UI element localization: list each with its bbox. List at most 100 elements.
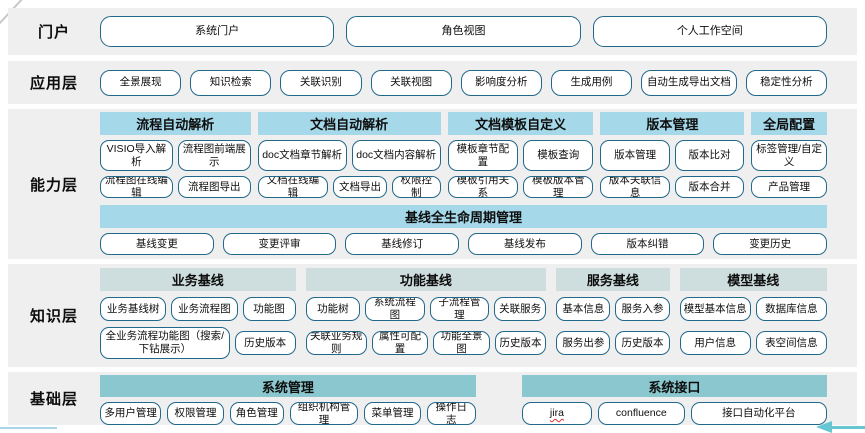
diagram-node: 属性可配置 — [371, 331, 429, 355]
diagram-node: 生成用例 — [550, 69, 633, 96]
diagram-node: 子流程管理 — [429, 297, 490, 321]
diagram-node: doc文档章节解析 — [257, 140, 347, 171]
section-header: 流程自动解析 — [100, 112, 251, 135]
diagram-node: 关联服务 — [494, 297, 547, 321]
diagram-node: 权限管理 — [167, 402, 224, 425]
diagram-node: 表空间信息 — [755, 331, 828, 355]
section-header: 系统管理 — [100, 375, 476, 397]
section-function-baseline: 功能基线 功能树 系统流程图 子流程管理 关联服务 关联业务规则 属性可配置 功… — [305, 268, 547, 359]
section-doc-template-custom: 文档模板自定义 模板章节配置 模板查询 模板引用关系 模板版本管理 — [447, 112, 594, 198]
diagram-node: 模板查询 — [523, 140, 594, 171]
section-process-auto-parse: 流程自动解析 VISIO导入解析 流程图前端展示 流程图在线编辑 流程图导出 — [100, 112, 251, 198]
diagram-node: 模板版本管理 — [523, 176, 594, 198]
section-system-interface: 系统接口 jira confluence 接口自动化平台 — [521, 375, 827, 425]
section-header: 服务基线 — [556, 268, 670, 291]
diagram-node: doc文档内容解析 — [351, 140, 441, 171]
layer-portal: 门户 系统门户 角色视图 个人工作空间 — [8, 8, 857, 55]
diagram-node: 关联业务规则 — [305, 331, 367, 355]
diagram-node: 功能图 — [242, 297, 296, 321]
section-header: 全局配置 — [751, 112, 827, 135]
diagram-node-role-view: 角色视图 — [346, 16, 581, 47]
diagram-node: 历史版本 — [234, 331, 296, 355]
bottom-decoration-line — [0, 426, 57, 429]
diagram-node: 基本信息 — [556, 297, 611, 321]
diagram-node-interface-automation: 接口自动化平台 — [690, 402, 827, 425]
diagram-node-personal-workspace: 个人工作空间 — [592, 16, 827, 47]
arrow-decoration-tail — [830, 426, 865, 429]
section-header: 功能基线 — [305, 268, 547, 291]
diagram-node: 版本关联信息 — [600, 176, 670, 198]
section-doc-auto-parse: 文档自动解析 doc文档章节解析 doc文档内容解析 文档在线编辑 文档导出 权… — [257, 112, 441, 198]
section-header: 业务基线 — [100, 268, 296, 291]
diagram-node: 关联识别 — [280, 69, 362, 96]
diagram-node: 操作日志 — [426, 402, 476, 425]
layer-label: 能力层 — [29, 176, 78, 194]
diagram-node: 版本比对 — [674, 140, 745, 171]
layer-label: 门户 — [37, 24, 70, 41]
diagram-node: 关联视图 — [370, 69, 452, 96]
diagram-node-confluence: confluence — [597, 402, 685, 425]
diagram-node: 文档在线编辑 — [257, 176, 329, 198]
diagram-node: 变更评审 — [222, 233, 337, 255]
diagram-node: 模板章节配置 — [447, 140, 519, 171]
layer-label: 应用层 — [29, 75, 78, 92]
diagram-node: 流程图在线编辑 — [100, 176, 173, 198]
diagram-node: 标签管理/自定义 — [751, 140, 827, 171]
section-global-config: 全局配置 标签管理/自定义 产品管理 — [751, 112, 827, 198]
diagram-node: 稳定性分析 — [745, 69, 828, 96]
diagram-node: 模型基本信息 — [679, 297, 751, 321]
diagram-node: 服务出参 — [556, 331, 611, 355]
section-header: 文档自动解析 — [257, 112, 441, 135]
layer-label: 知识层 — [29, 308, 78, 325]
section-system-management: 系统管理 多用户管理 权限管理 角色管理 组织机构管理 菜单管理 操作日志 — [100, 375, 476, 425]
jira-label: jira — [549, 407, 564, 420]
section-business-baseline: 业务基线 业务基线树 业务流程图 功能图 全业务流程功能图（搜索/下钻展示） 历… — [100, 268, 296, 359]
section-header: 模型基线 — [679, 268, 827, 291]
diagram-node: 多用户管理 — [100, 402, 162, 425]
diagram-node: 数据库信息 — [755, 297, 828, 321]
diagram-node: 系统流程图 — [365, 297, 425, 321]
section-version-management: 版本管理 版本管理 版本比对 版本关联信息 版本合并 — [600, 112, 745, 198]
diagram-node-jira: jira — [521, 402, 592, 425]
diagram-node: 版本合并 — [674, 176, 745, 198]
diagram-node: 自动生成导出文档 — [641, 69, 737, 96]
diagram-node: 组织机构管理 — [289, 402, 359, 425]
diagram-node: 版本管理 — [600, 140, 670, 171]
diagram-node: 业务基线树 — [100, 297, 167, 321]
diagram-node: 功能全景图 — [433, 331, 490, 355]
layer-application: 应用层 全景展现 知识检索 关联识别 关联视图 影响度分析 生成用例 自动生成导… — [8, 61, 857, 104]
diagram-node: 全业务流程功能图（搜索/下钻展示） — [100, 327, 230, 359]
diagram-node: 流程图前端展示 — [177, 140, 251, 171]
diagram-node: 角色管理 — [229, 402, 284, 425]
diagram-node: 菜单管理 — [364, 402, 421, 425]
diagram-node: 模板引用关系 — [447, 176, 519, 198]
diagram-node: 历史版本 — [494, 331, 547, 355]
layer-foundation: 基础层 系统管理 多用户管理 权限管理 角色管理 组织机构管理 菜单管理 操作日… — [8, 372, 857, 425]
diagram-node: 变更历史 — [713, 233, 828, 255]
diagram-node: 服务入参 — [615, 297, 670, 321]
layer-label: 基础层 — [29, 391, 78, 408]
section-header: 版本管理 — [600, 112, 745, 135]
diagram-node: 文档导出 — [333, 176, 387, 198]
section-header: 系统接口 — [521, 375, 827, 397]
diagram-node: 知识检索 — [190, 69, 272, 96]
diagram-node-system-portal: 系统门户 — [100, 16, 335, 47]
diagram-node: 历史版本 — [615, 331, 670, 355]
section-header: 文档模板自定义 — [447, 112, 594, 135]
diagram-node: 权限控制 — [391, 176, 441, 198]
diagram-node: 业务流程图 — [171, 297, 238, 321]
diagram-node: 流程图导出 — [177, 176, 251, 198]
diagram-node: 基线发布 — [468, 233, 582, 255]
diagram-node: 基线修订 — [345, 233, 460, 255]
diagram-node: 版本纠错 — [590, 233, 705, 255]
section-model-baseline: 模型基线 模型基本信息 数据库信息 用户信息 表空间信息 — [679, 268, 828, 359]
diagram-node: 全景展现 — [100, 69, 182, 96]
diagram-node: 产品管理 — [751, 176, 827, 198]
diagram-node: VISIO导入解析 — [100, 140, 173, 171]
diagram-node: 用户信息 — [679, 331, 751, 355]
diagram-node: 影响度分析 — [460, 69, 542, 96]
layer-knowledge: 知识层 业务基线 业务基线树 业务流程图 功能图 全业务流程功能图（搜索/下钻展… — [8, 264, 857, 367]
diagram-node: 功能树 — [305, 297, 361, 321]
section-header-baseline-lifecycle: 基线全生命周期管理 — [100, 205, 827, 228]
